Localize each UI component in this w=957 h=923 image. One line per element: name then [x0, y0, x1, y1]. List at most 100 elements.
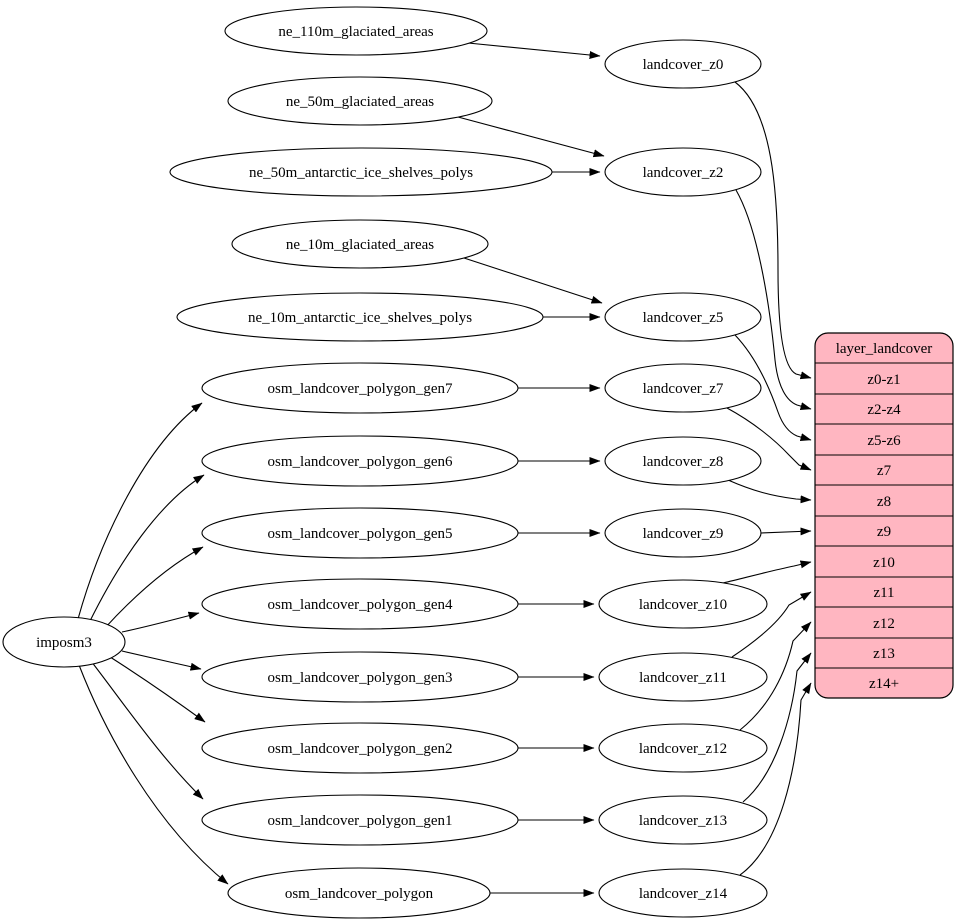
- table-row-z11: z11: [873, 585, 894, 601]
- node-osm_landcover_polygon-shape: [227, 867, 491, 919]
- edge-landcover_z2-row-z2-z4: [735, 189, 812, 410]
- node-osm_landcover_polygon_gen6-label: osm_landcover_polygon_gen6: [268, 454, 453, 470]
- edge-imposm3-osm_landcover_polygon_gen1: [90, 660, 204, 800]
- node-imposm3-label: imposm3: [36, 635, 92, 651]
- edge-imposm3-osm_landcover_polygon_gen6: [88, 474, 205, 624]
- edge-landcover_z8-row-z8: [727, 479, 812, 504]
- node-landcover_z13: landcover_z13: [598, 795, 768, 845]
- node-ne_10m_glaciated_areas-label: ne_10m_glaciated_areas: [286, 237, 434, 253]
- node-osm_landcover_polygon_gen2-label: osm_landcover_polygon_gen2: [268, 741, 453, 757]
- node-landcover_z10-label: landcover_z10: [639, 597, 727, 613]
- node-landcover_z7-label: landcover_z7: [643, 381, 724, 397]
- table-title: layer_landcover: [836, 341, 933, 357]
- node-osm_landcover_polygon_gen7: osm_landcover_polygon_gen7: [201, 362, 519, 414]
- node-osm_landcover_polygon_gen6-shape: [201, 435, 519, 487]
- node-landcover_z5: landcover_z5: [604, 292, 762, 342]
- table-row-z13: z13: [873, 646, 895, 662]
- edge-imposm3-osm_landcover_polygon: [78, 664, 229, 885]
- node-ne_10m_antarctic_ice_shelves_polys-label: ne_10m_antarctic_ice_shelves_polys: [248, 310, 472, 326]
- edge-landcover_z12-row-z12: [739, 621, 812, 731]
- node-landcover_z13-shape: [598, 795, 768, 845]
- edge-imposm3-osm_landcover_polygon_gen3: [121, 650, 202, 671]
- node-landcover_z8-shape: [604, 436, 762, 486]
- node-landcover_z12: landcover_z12: [598, 723, 768, 773]
- node-landcover_z0-label: landcover_z0: [643, 57, 724, 73]
- node-ne_110m_glaciated_areas-shape: [224, 6, 488, 56]
- table-row-z14plus: z14+: [869, 676, 899, 692]
- table-row-z5-z6: z5-z6: [867, 433, 901, 449]
- node-landcover_z2-label: landcover_z2: [643, 165, 724, 181]
- node-landcover_z9-label: landcover_z9: [643, 526, 724, 542]
- node-osm_landcover_polygon-label: osm_landcover_polygon: [285, 886, 434, 902]
- table-row-z12: z12: [873, 616, 895, 632]
- node-landcover_z11-shape: [598, 652, 768, 702]
- layer-landcover-table: layer_landcover z0-z1 z2-z4 z5-z6 z7 z8 …: [814, 332, 954, 699]
- node-ne_50m_glaciated_areas-shape: [227, 76, 493, 126]
- node-osm_landcover_polygon_gen7-shape: [201, 362, 519, 414]
- node-landcover_z8: landcover_z8: [604, 436, 762, 486]
- node-ne_50m_glaciated_areas-label: ne_50m_glaciated_areas: [286, 94, 434, 110]
- edge-landcover_z13-row-z13: [742, 652, 812, 803]
- node-landcover_z11-label: landcover_z11: [639, 670, 727, 686]
- node-landcover_z7-shape: [604, 363, 762, 413]
- edge-landcover_z5-row-z5-z6: [734, 334, 812, 441]
- table-row-z9: z9: [877, 524, 891, 540]
- node-osm_landcover_polygon_gen5-label: osm_landcover_polygon_gen5: [268, 526, 453, 542]
- node-ne_50m_antarctic_ice_shelves_polys-shape: [169, 147, 553, 197]
- node-ne_10m_antarctic_ice_shelves_polys: ne_10m_antarctic_ice_shelves_polys: [176, 292, 544, 342]
- edge-ne_10m_glaciated_areas-landcover_z5: [463, 257, 603, 304]
- node-osm_landcover_polygon: osm_landcover_polygon: [227, 867, 491, 919]
- node-landcover_z11: landcover_z11: [598, 652, 768, 702]
- edge-imposm3-osm_landcover_polygon_gen5: [103, 546, 204, 630]
- node-landcover_z0-shape: [604, 39, 762, 89]
- node-osm_landcover_polygon_gen3-shape: [201, 651, 519, 703]
- edge-landcover_z14-row-z14plus: [739, 682, 812, 876]
- node-imposm3-shape: [2, 616, 126, 668]
- node-osm_landcover_polygon_gen5: osm_landcover_polygon_gen5: [201, 507, 519, 559]
- node-osm_landcover_polygon_gen4: osm_landcover_polygon_gen4: [201, 578, 519, 630]
- node-osm_landcover_polygon_gen4-shape: [201, 578, 519, 630]
- edge-imposm3-osm_landcover_polygon_gen7: [77, 402, 203, 620]
- node-ne_50m_glaciated_areas: ne_50m_glaciated_areas: [227, 76, 493, 126]
- node-landcover_z12-label: landcover_z12: [639, 741, 727, 757]
- node-landcover_z10: landcover_z10: [598, 579, 768, 629]
- edge-ne_50m_glaciated_areas-landcover_z2: [457, 116, 605, 158]
- node-osm_landcover_polygon_gen5-shape: [201, 507, 519, 559]
- node-osm_landcover_polygon_gen1: osm_landcover_polygon_gen1: [201, 794, 519, 846]
- table-row-z0-z1: z0-z1: [867, 372, 900, 388]
- node-osm_landcover_polygon_gen3: osm_landcover_polygon_gen3: [201, 651, 519, 703]
- edge-ne_110m_glaciated_areas-landcover_z0: [467, 42, 601, 59]
- node-osm_landcover_polygon_gen6: osm_landcover_polygon_gen6: [201, 435, 519, 487]
- edge-imposm3-osm_landcover_polygon_gen4: [121, 611, 200, 633]
- table-row-z8: z8: [877, 494, 891, 510]
- node-osm_landcover_polygon_gen2-shape: [201, 722, 519, 774]
- node-landcover_z8-label: landcover_z8: [643, 454, 724, 470]
- node-ne_10m_glaciated_areas: ne_10m_glaciated_areas: [231, 219, 489, 269]
- node-ne_10m_antarctic_ice_shelves_polys-shape: [176, 292, 544, 342]
- node-landcover_z12-shape: [598, 723, 768, 773]
- node-landcover_z5-shape: [604, 292, 762, 342]
- edge-imposm3-osm_landcover_polygon_gen2: [106, 654, 206, 723]
- node-landcover_z5-label: landcover_z5: [643, 310, 724, 326]
- node-osm_landcover_polygon_gen2: osm_landcover_polygon_gen2: [201, 722, 519, 774]
- node-landcover_z9-shape: [604, 508, 762, 558]
- table-row-z10: z10: [873, 555, 895, 571]
- edge-landcover_z7-row-z7: [726, 407, 812, 471]
- node-osm_landcover_polygon_gen3-label: osm_landcover_polygon_gen3: [268, 670, 453, 686]
- node-landcover_z7: landcover_z7: [604, 363, 762, 413]
- node-imposm3: imposm3: [2, 616, 126, 668]
- node-ne_110m_glaciated_areas: ne_110m_glaciated_areas: [224, 6, 488, 56]
- edge-landcover_z0-row-z0-z1: [734, 81, 812, 380]
- table-row-z2-z4: z2-z4: [867, 402, 901, 418]
- table-row-z7: z7: [877, 463, 892, 479]
- node-landcover_z13-label: landcover_z13: [639, 813, 727, 829]
- edges-layer: [77, 42, 812, 897]
- node-osm_landcover_polygon_gen1-label: osm_landcover_polygon_gen1: [268, 813, 453, 829]
- node-landcover_z14-shape: [598, 868, 768, 918]
- node-ne_110m_glaciated_areas-label: ne_110m_glaciated_areas: [278, 24, 433, 40]
- node-landcover_z2: landcover_z2: [604, 147, 762, 197]
- edge-landcover_z11-row-z11: [731, 591, 812, 658]
- node-ne_50m_antarctic_ice_shelves_polys: ne_50m_antarctic_ice_shelves_polys: [169, 147, 553, 197]
